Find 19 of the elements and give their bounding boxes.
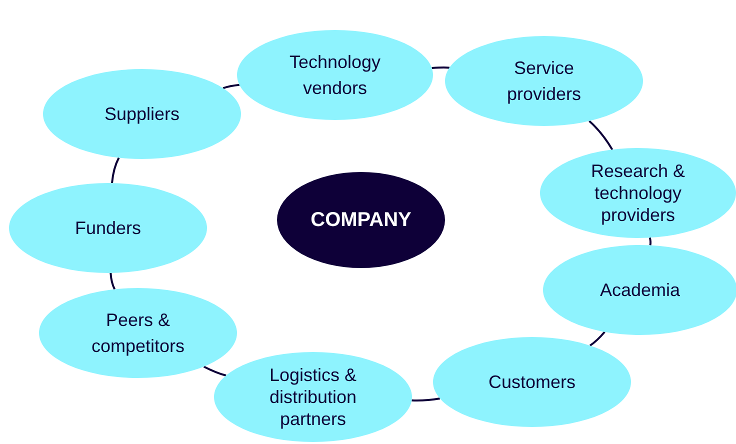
node-label: COMPANY [310, 208, 412, 233]
node-label: Peers & competitors [90, 309, 186, 358]
connector-line [588, 120, 614, 150]
node-label: Academia [600, 279, 680, 302]
connector-line [432, 66, 450, 69]
connector-line [222, 84, 240, 90]
node-label: Service providers [506, 57, 582, 106]
connector-line [111, 157, 120, 184]
connector-line [412, 397, 440, 402]
node-label: Funders [74, 217, 142, 240]
node-label: Customers [488, 371, 576, 394]
node-label: Logistics & distribution partners [268, 364, 358, 430]
node-label: Suppliers [104, 103, 180, 126]
connector-line [203, 366, 226, 376]
node-label: Research & technology providers [590, 160, 686, 226]
node-label: Technology vendors [288, 51, 382, 100]
connector-line [648, 237, 652, 246]
connector-line [589, 331, 606, 346]
connector-line [110, 272, 116, 290]
